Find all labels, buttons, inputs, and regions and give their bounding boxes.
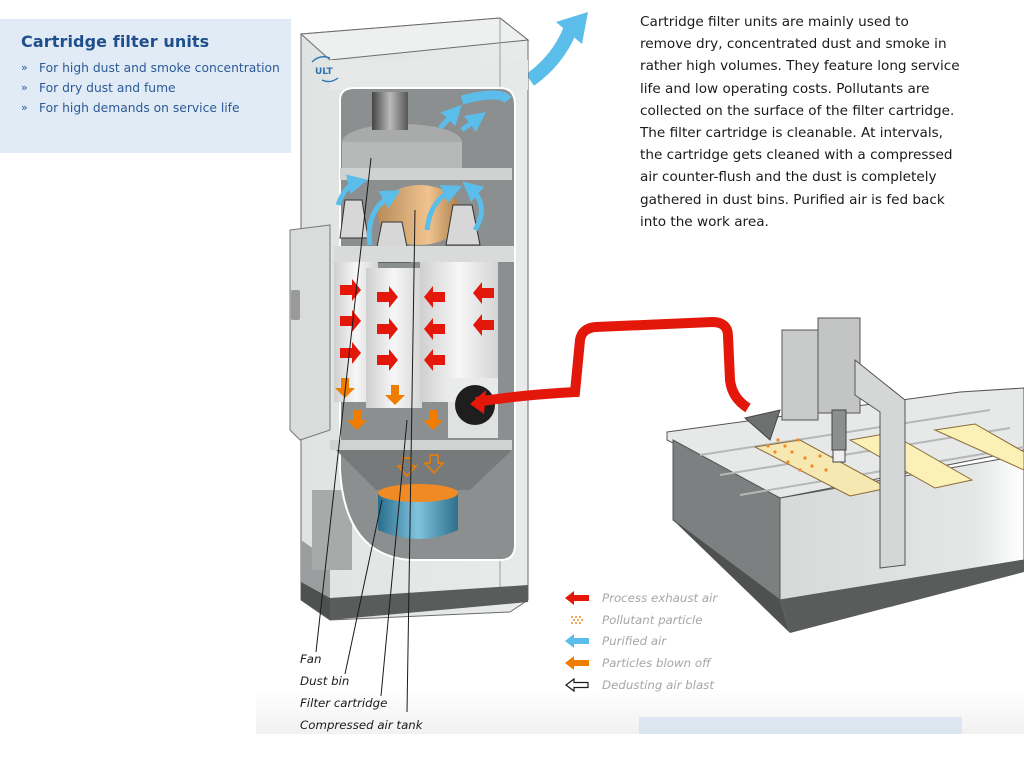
- blue-arrow-icon: [565, 634, 589, 649]
- legend-item: Pollutant particle: [563, 609, 717, 631]
- legend-item: Process exhaust air: [563, 587, 717, 609]
- purified-air-exhaust-arrow: [525, 12, 588, 86]
- exhaust-duct: [475, 316, 751, 413]
- orange-arrow-icon: [565, 656, 589, 671]
- label-compressed-air-tank: Compressed air tank: [300, 718, 423, 732]
- svg-text:ULT: ULT: [315, 67, 334, 77]
- cnc-machine: [666, 317, 1024, 633]
- bullet-icon: »: [21, 81, 28, 94]
- bottom-band: [639, 717, 962, 734]
- feature-list: »For high dust and smoke concentration »…: [21, 58, 291, 118]
- bullet-icon: »: [21, 61, 28, 74]
- fan-motor: [372, 92, 408, 130]
- feature-item: »For dry dust and fume: [21, 78, 291, 98]
- bullet-icon: »: [21, 101, 28, 114]
- dots-icon: [571, 615, 583, 624]
- ult-logo-icon: ULT: [311, 55, 339, 83]
- label-filter-cartridge: Filter cartridge: [300, 696, 388, 710]
- leader-lines: [315, 157, 416, 713]
- info-box: Cartridge filter units »For high dust an…: [0, 19, 291, 153]
- description-text: Cartridge filter units are mainly used t…: [640, 14, 960, 230]
- purified-air-arrows: [335, 104, 486, 246]
- legend-item: Dedusting air blast: [563, 674, 717, 696]
- legend-item: Purified air: [563, 631, 717, 653]
- legend-item: Particles blown off: [563, 652, 717, 674]
- outline-arrow-icon: [565, 677, 589, 693]
- feature-item: »For high demands on service life: [21, 98, 291, 118]
- info-title: Cartridge filter units: [21, 32, 210, 51]
- label-fan: Fan: [300, 652, 322, 666]
- feature-item: »For high dust and smoke concentration: [21, 58, 291, 78]
- dust-bin: [378, 493, 458, 539]
- cutaway-interior: [330, 87, 516, 561]
- label-dust-bin: Dust bin: [300, 674, 350, 688]
- legend: Process exhaust air Pollutant particle P…: [563, 587, 717, 696]
- red-arrow-icon: [565, 590, 589, 605]
